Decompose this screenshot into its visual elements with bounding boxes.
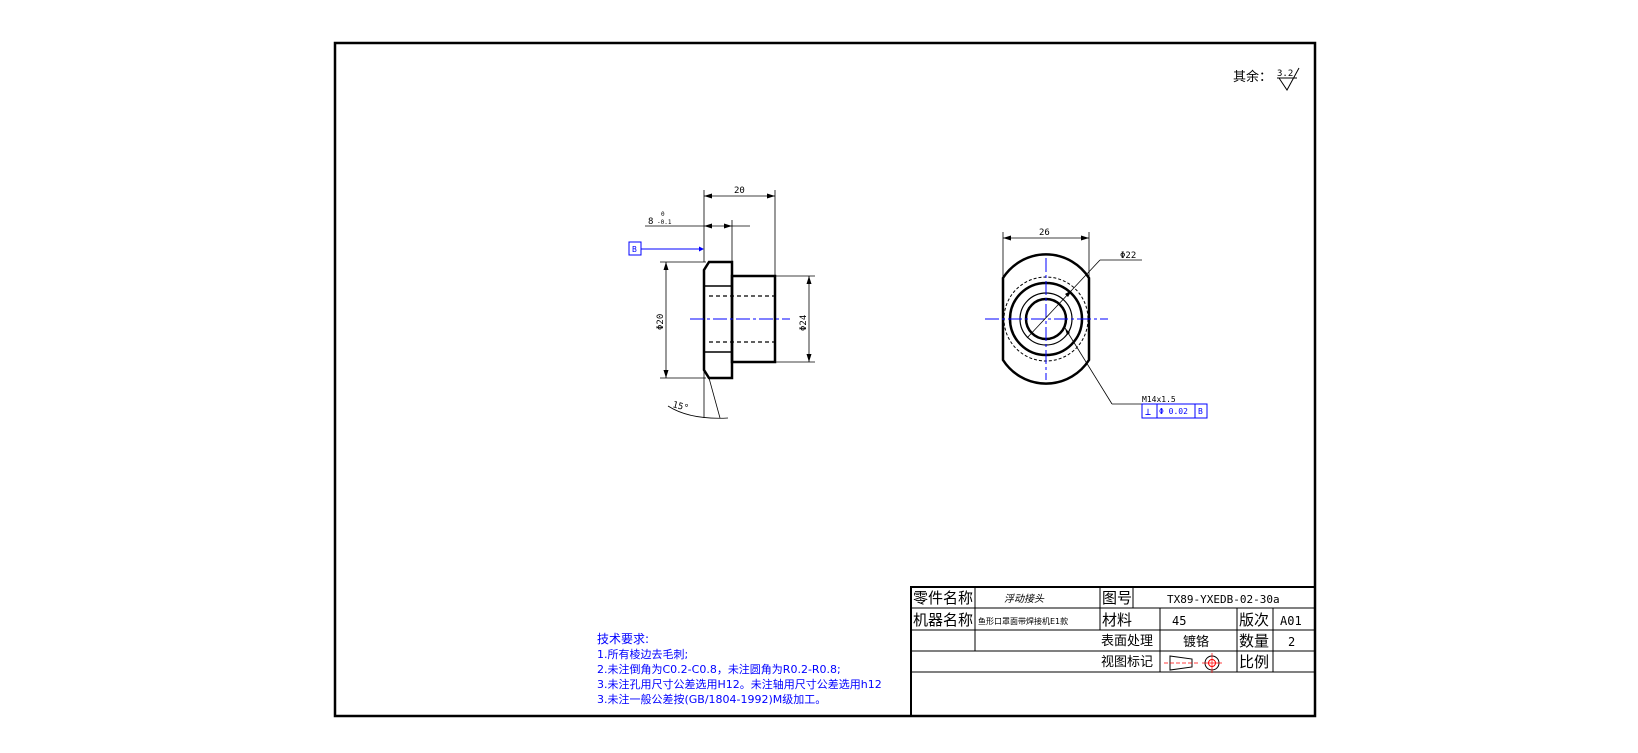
dim-body-dia-text: Φ24 xyxy=(799,315,809,331)
tech-item: 2.未注倒角为C0.2-C0.8，未注圆角为R0.2-R0.8; xyxy=(597,662,841,676)
tech-item: 3.未注一般公差按(GB/1804-1992)M级加工。 xyxy=(597,692,826,706)
projection-symbol-icon xyxy=(1164,653,1222,673)
dim-arrow xyxy=(1065,290,1072,297)
part-name-value: 浮动接头 xyxy=(1004,593,1045,605)
thread-leader xyxy=(1064,327,1113,405)
hex-head-outline xyxy=(702,260,734,380)
front-view: 20 8 0 -0.1 B Φ20 Φ24 15° xyxy=(628,186,815,419)
side-view: 26 Φ22 M14x1.5 ⊥ Φ 0.02 B xyxy=(985,228,1208,419)
dim-dia-text: Φ22 xyxy=(1120,251,1136,261)
qty-value: 2 xyxy=(1288,635,1295,649)
extension-line xyxy=(708,377,721,419)
perpendicularity-icon: ⊥ xyxy=(1145,407,1151,418)
tech-title: 技术要求: xyxy=(597,632,649,646)
revision-label: 版次 xyxy=(1239,611,1269,629)
datum-b-text: B xyxy=(632,245,637,254)
outer-profile xyxy=(1001,253,1091,385)
surface-label: 表面处理 xyxy=(1101,634,1153,649)
gdt-datum-cell xyxy=(1194,403,1208,419)
roughness-value: 3.2 xyxy=(1277,69,1293,79)
surface-value: 镀铬 xyxy=(1183,634,1209,650)
machine-name-label: 机器名称 xyxy=(913,611,973,629)
gdt-datum-text: B xyxy=(1198,407,1203,416)
roughness-label: 其余： xyxy=(1233,69,1272,85)
dim-shoulder-text: 8 xyxy=(648,217,653,227)
title-block: 零件名称 浮动接头 图号 TX89-YXEDB-02-30a 机器名称 鱼形口罩… xyxy=(910,586,1316,717)
dim-length-text: 20 xyxy=(734,186,745,196)
scale-label: 比例 xyxy=(1239,653,1269,671)
tol-lower-text: -0.1 xyxy=(657,219,672,226)
part-name-label: 零件名称 xyxy=(913,589,973,607)
dim-arrows xyxy=(704,193,775,199)
material-label: 材料 xyxy=(1102,611,1132,629)
drawing-frame xyxy=(333,41,1317,718)
chamfer-angle-text: 15° xyxy=(671,400,689,414)
dim-arrows xyxy=(704,223,732,229)
surface-roughness-note: 其余： 3.2 xyxy=(1233,67,1300,91)
machine-name-value: 鱼形口罩面带焊接机E1款 xyxy=(978,616,1068,626)
tech-item: 3.未注孔用尺寸公差选用H12。未注轴用尺寸公差选用h12 xyxy=(597,677,882,691)
dim-head-dia-text: Φ20 xyxy=(656,314,666,330)
leader-arrow xyxy=(1065,328,1070,335)
dim-leader-phi22 xyxy=(1026,259,1101,339)
datum-arrow xyxy=(699,246,704,252)
view-label: 视图标记 xyxy=(1101,655,1153,670)
gdt-tolerance-text: Φ 0.02 xyxy=(1159,407,1188,416)
qty-label: 数量 xyxy=(1239,632,1269,650)
drawing-no-label: 图号 xyxy=(1102,589,1132,607)
tech-item: 1.所有棱边去毛刺; xyxy=(597,647,688,661)
material-value: 45 xyxy=(1172,614,1186,628)
revision-value: A01 xyxy=(1280,614,1302,628)
angle-arc xyxy=(667,405,729,419)
dim-flat-text: 26 xyxy=(1039,228,1050,238)
tech-requirements: 技术要求: 1.所有棱边去毛刺; 2.未注倒角为C0.2-C0.8，未注圆角为R… xyxy=(597,632,882,706)
drawing-no-value: TX89-YXEDB-02-30a xyxy=(1167,593,1280,606)
thread-text: M14x1.5 xyxy=(1142,395,1176,404)
tol-upper-text: 0 xyxy=(661,211,665,218)
roughness-symbol-icon xyxy=(1277,67,1300,91)
